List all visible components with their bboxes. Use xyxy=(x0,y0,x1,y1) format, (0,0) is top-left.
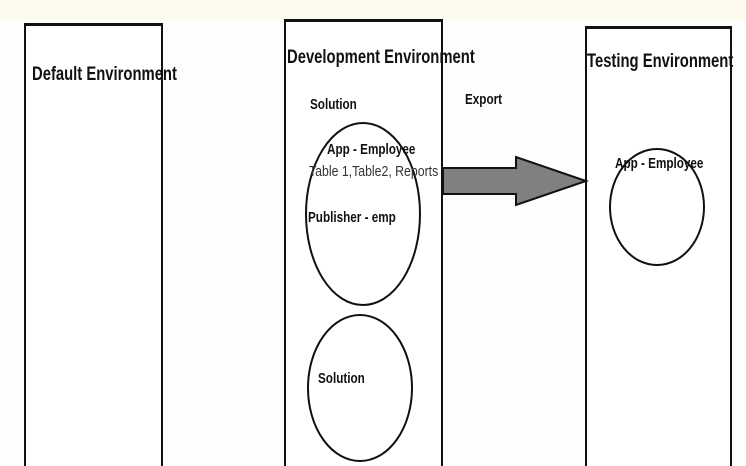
development-solution-label: Solution xyxy=(310,96,357,113)
export-label: Export xyxy=(465,91,503,108)
development-environment-title: Development Environment xyxy=(287,47,475,68)
solution-circle xyxy=(305,122,421,306)
solution-circle-publisher-label: Publisher - emp xyxy=(308,209,396,226)
export-arrow xyxy=(442,155,590,207)
default-environment-title: Default Environment xyxy=(32,64,177,85)
second-solution-circle xyxy=(307,314,413,462)
second-solution-label: Solution xyxy=(318,370,365,387)
top-band xyxy=(0,0,746,20)
testing-circle-app-label: App - Employee xyxy=(615,155,704,172)
solution-circle-app-label: App - Employee xyxy=(327,141,416,158)
testing-app-circle xyxy=(609,148,705,266)
default-environment-box xyxy=(24,23,163,466)
solution-circle-tables-label: Table 1,Table2, Reports xyxy=(309,163,439,180)
testing-environment-title: Testing Environment xyxy=(587,51,734,72)
